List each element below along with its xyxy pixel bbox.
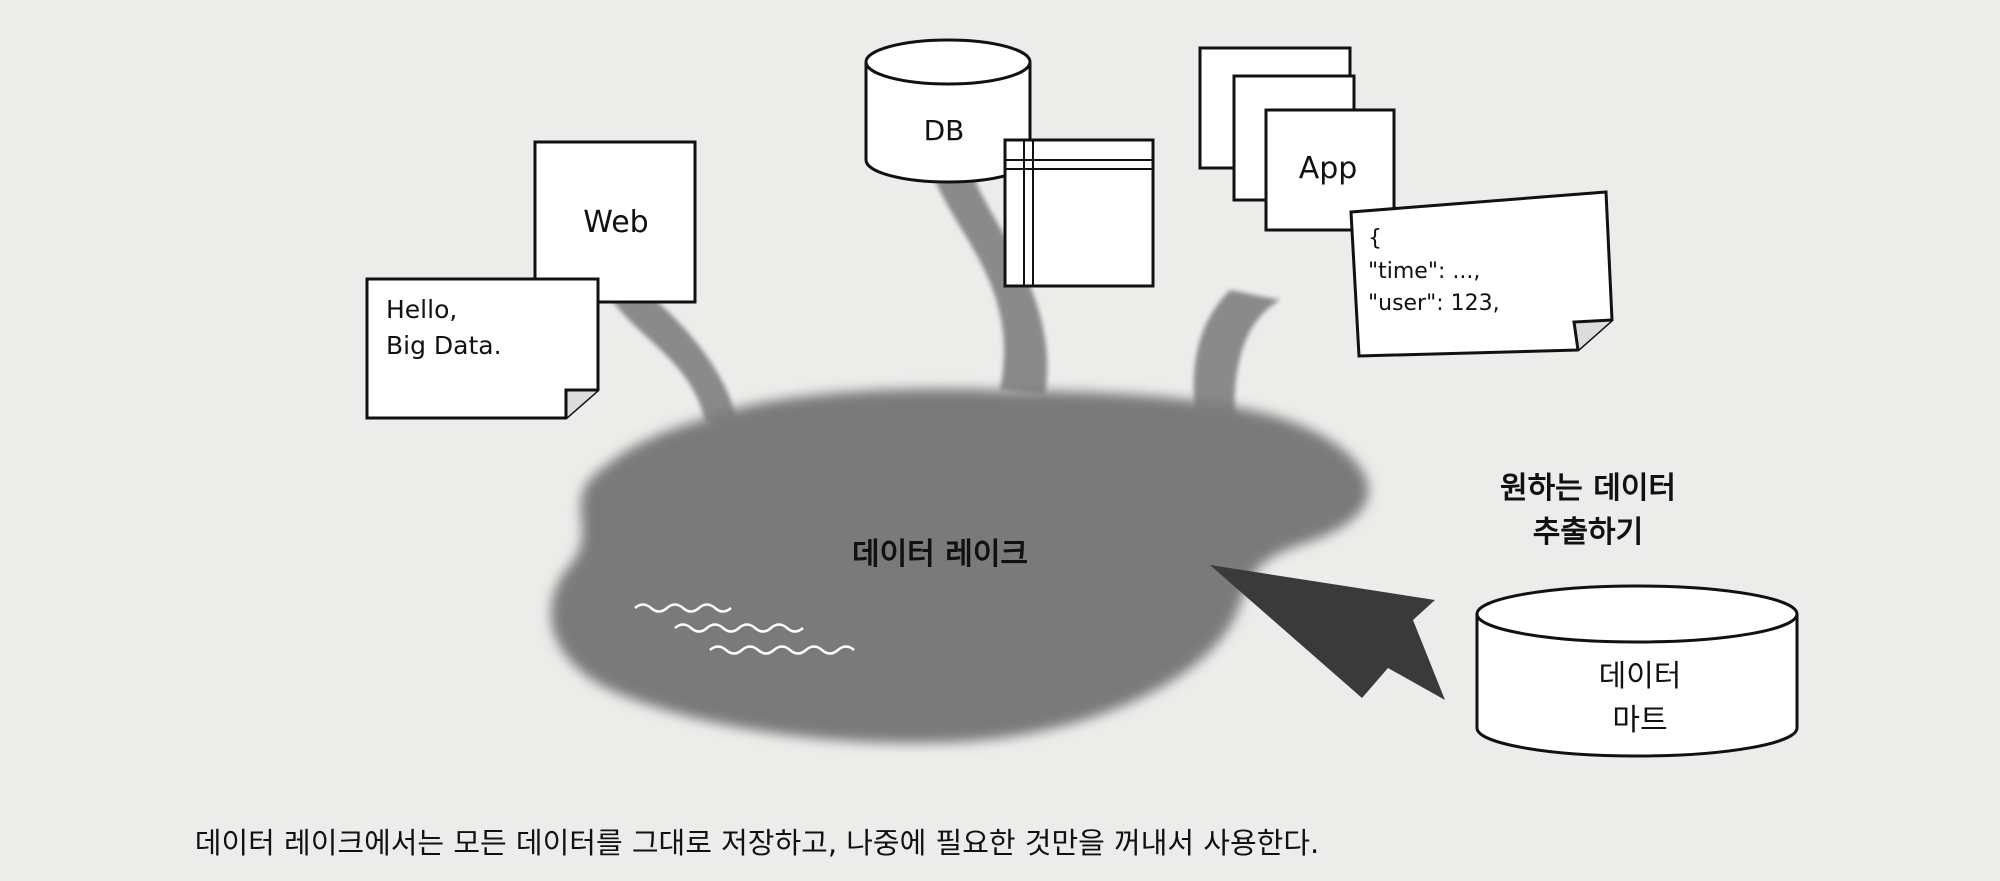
db-label: DB: [924, 114, 965, 147]
lake-blob: [550, 388, 1369, 744]
json-line-3: "user": 123,: [1368, 291, 1500, 316]
mart-label-line-1: 데이터: [1599, 659, 1682, 694]
web-label: Web: [583, 205, 648, 240]
figure-caption: 데이터 레이크에서는 모든 데이터를 그대로 저장하고, 나중에 필요한 것만을…: [195, 826, 1319, 860]
extract-arrow: [1210, 565, 1445, 700]
app-json-fold: [1572, 318, 1613, 351]
web-page-card: [533, 140, 697, 304]
json-line-1: {: [1368, 226, 1382, 251]
web-document-fold: [564, 388, 598, 418]
db-cylinder-top: [864, 38, 1032, 86]
web-doc-line-2: Big Data.: [386, 331, 502, 360]
mart-cylinder-top: [1475, 584, 1799, 644]
web-pipe: [612, 295, 740, 440]
db-pipe: [935, 180, 1048, 395]
mart-cylinder-body: [1475, 614, 1799, 758]
db-source: DB: [864, 38, 1155, 288]
app-label: App: [1299, 151, 1358, 186]
app-pipe: [1193, 290, 1280, 420]
db-table-icon: [1003, 138, 1155, 288]
mart-label-line-2: 마트: [1612, 703, 1667, 738]
json-line-2: "time": ...,: [1368, 259, 1480, 284]
app-source: App { "time": ..., "user": 123,: [1198, 46, 1614, 358]
web-doc-line-1: Hello,: [386, 295, 457, 324]
extract-label-line-2: 추출하기: [1533, 515, 1643, 550]
lake-label: 데이터 레이크: [852, 537, 1028, 572]
data-mart: 데이터 마트: [1475, 584, 1799, 758]
water-waves: [634, 603, 855, 655]
web-source: Web Hello, Big Data.: [365, 140, 697, 420]
extract-label-line-1: 원하는 데이터: [1500, 471, 1676, 506]
source-pipes: [612, 180, 1280, 440]
